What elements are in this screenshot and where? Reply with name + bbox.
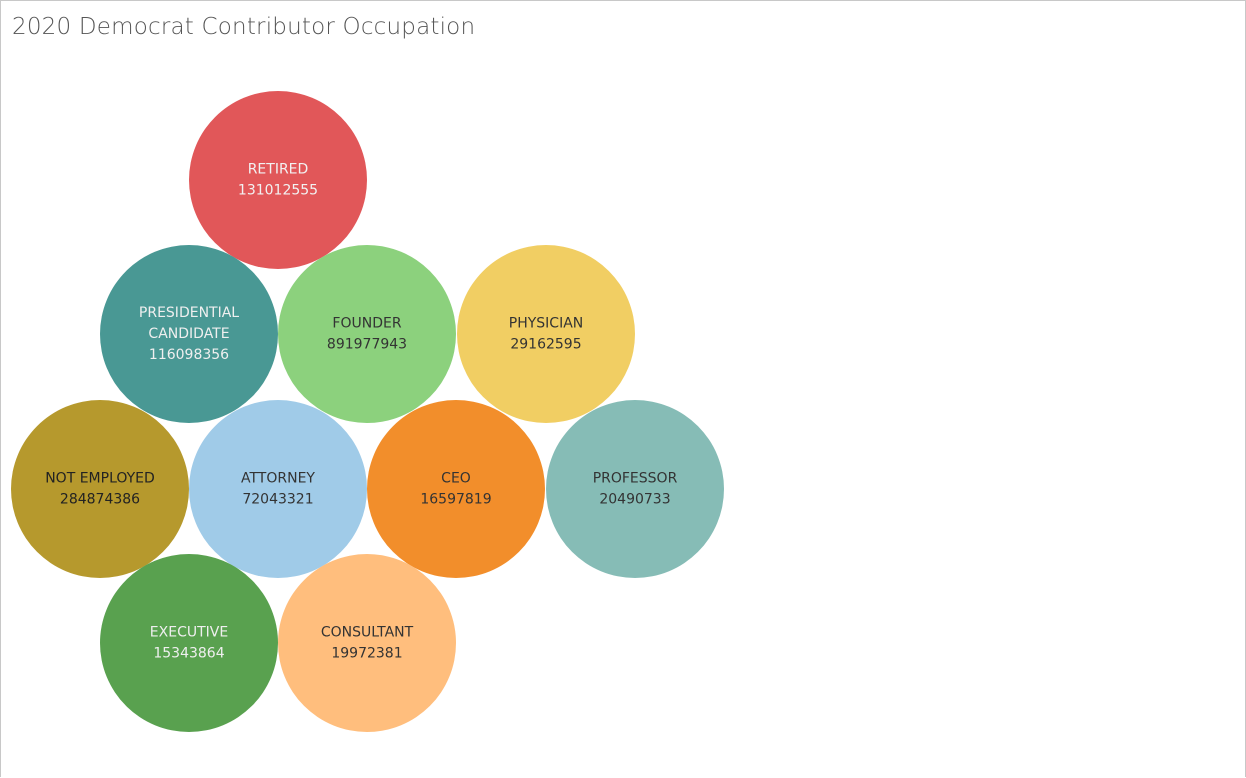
bubble-consultant[interactable]: CONSULTANT 19972381 — [278, 554, 456, 732]
bubble-attorney[interactable]: ATTORNEY 72043321 — [189, 400, 367, 578]
bubble-circle[interactable] — [278, 554, 456, 732]
bubble-executive[interactable]: EXECUTIVE 15343864 — [100, 554, 278, 732]
bubble-value-label: 19972381 — [331, 646, 402, 662]
bubble-founder[interactable]: FOUNDER 891977943 — [278, 245, 456, 423]
bubble-name-label: CONSULTANT — [321, 625, 414, 641]
bubble-circle[interactable] — [457, 245, 635, 423]
bubble-name-label: RETIRED — [248, 162, 309, 178]
bubble-circle[interactable] — [546, 400, 724, 578]
bubble-name-label: NOT EMPLOYED — [45, 471, 155, 487]
bubble-circle[interactable] — [100, 554, 278, 732]
bubble-not-employed[interactable]: NOT EMPLOYED 284874386 — [11, 400, 189, 578]
bubble-name-label: PROFESSOR — [593, 471, 678, 487]
bubble-retired[interactable]: RETIRED 131012555 — [189, 91, 367, 269]
bubble-circle[interactable] — [100, 245, 278, 423]
bubble-circle[interactable] — [189, 400, 367, 578]
bubble-name-label: FOUNDER — [332, 316, 401, 332]
bubble-circle[interactable] — [278, 245, 456, 423]
bubble-name-label: PHYSICIAN — [509, 316, 584, 332]
bubble-name-label: CEO — [441, 471, 471, 487]
bubble-circle[interactable] — [367, 400, 545, 578]
bubble-professor[interactable]: PROFESSOR 20490733 — [546, 400, 724, 578]
bubble-value-label: 15343864 — [153, 646, 224, 662]
bubble-value-label: 29162595 — [510, 337, 581, 353]
bubble-name-label: EXECUTIVE — [150, 625, 228, 641]
bubble-value-label: 72043321 — [242, 492, 313, 508]
bubble-presidential-candidate[interactable]: PRESIDENTIAL CANDIDATE 116098356 — [100, 245, 278, 423]
bubble-circle[interactable] — [11, 400, 189, 578]
bubble-name-label: PRESIDENTIAL — [139, 305, 239, 321]
bubble-value-label: 16597819 — [420, 492, 491, 508]
bubble-value-label: 116098356 — [149, 347, 229, 363]
bubble-ceo[interactable]: CEO 16597819 — [367, 400, 545, 578]
bubble-value-label: 20490733 — [599, 492, 670, 508]
bubble-physician[interactable]: PHYSICIAN 29162595 — [457, 245, 635, 423]
bubble-circle[interactable] — [189, 91, 367, 269]
bubble-value-label: 891977943 — [327, 337, 407, 353]
bubble-name-label: ATTORNEY — [241, 471, 315, 487]
bubble-value-label: 131012555 — [238, 183, 318, 199]
bubble-value-label: 284874386 — [60, 492, 140, 508]
bubble-name-label: CANDIDATE — [148, 326, 229, 342]
chart-title: 2020 Democrat Contributor Occupation — [12, 14, 476, 40]
